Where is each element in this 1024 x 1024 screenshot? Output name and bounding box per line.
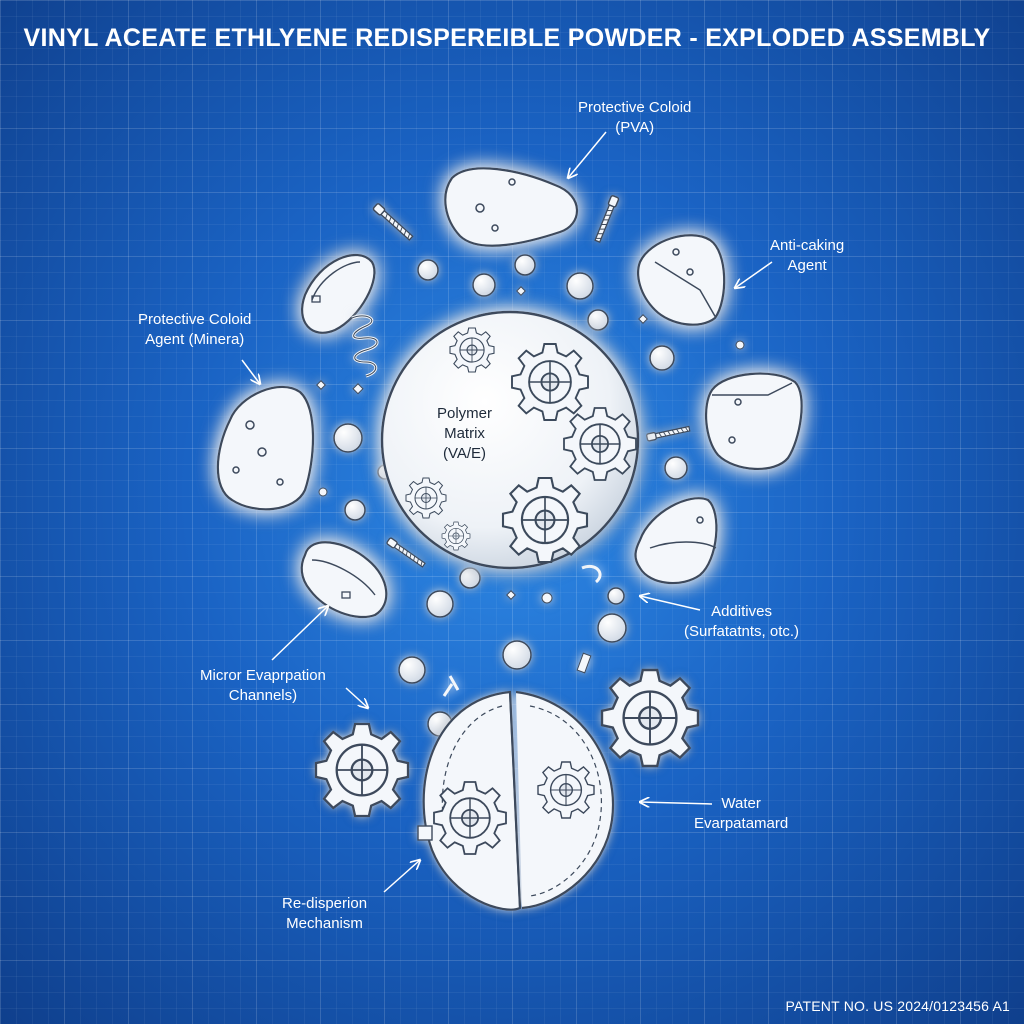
label-line: (VA/E) xyxy=(442,445,487,462)
polymer-matrix-sphere xyxy=(380,310,640,570)
leader-arrows xyxy=(241,131,773,893)
label-line: (Surfatatnts, otc.) xyxy=(684,623,800,640)
label-line: Matrix xyxy=(444,425,485,442)
rock-right-low xyxy=(634,497,718,585)
hardware-parts xyxy=(316,194,745,697)
rock-anti-caking xyxy=(637,234,726,326)
rock-right-mid xyxy=(705,372,803,470)
label-line: Anti-caking xyxy=(770,237,845,254)
polymer-beads xyxy=(333,254,688,737)
rock-mineral xyxy=(216,386,315,511)
rock-left-low-pill xyxy=(300,541,388,619)
label-line: Agent (Minera) xyxy=(145,331,245,348)
label-water-evaporation: Water Evarpatamard xyxy=(694,794,788,834)
label-line: Polymer xyxy=(437,405,493,422)
rock-pva-top xyxy=(444,167,579,247)
redispersion-mechanism xyxy=(314,668,700,911)
label-additives: Additives (Surfatatnts, otc.) xyxy=(684,602,799,642)
label-line: Water xyxy=(721,795,761,812)
label-line: Micror Evaprpation xyxy=(200,667,326,684)
label-protective-colloid-pva: Protective Coloid (PVA) xyxy=(578,98,691,138)
label-polymer-matrix: Polymer Matrix (VA/E) xyxy=(437,404,492,464)
rock-left-pill xyxy=(301,253,376,334)
label-line: Evarpatamard xyxy=(694,815,789,832)
label-redispersion-mechanism: Re-disperion Mechanism xyxy=(282,894,367,934)
label-line: Channels) xyxy=(228,687,298,704)
label-anti-caking-agent: Anti-caking Agent xyxy=(770,236,844,276)
label-line: Mechanism xyxy=(286,915,363,932)
label-line: Protective Coloid xyxy=(578,99,692,116)
label-line: Protective Coloid xyxy=(138,311,252,328)
patent-number: PATENT NO. US 2024/0123456 A1 xyxy=(785,998,1010,1014)
label-line: Agent xyxy=(787,257,827,274)
diagram-title: VINYL ACEATE ETHLYENE REDISPEREIBLE POWD… xyxy=(23,24,991,52)
label-evaporation-channels: Micror Evaprpation Channels) xyxy=(200,666,326,706)
label-line: Re-disperion xyxy=(282,895,368,912)
label-protective-colloid-mineral: Protective Coloid Agent (Minera) xyxy=(138,310,251,350)
label-line: Additives xyxy=(711,603,772,620)
label-line: (PVA) xyxy=(615,119,655,136)
